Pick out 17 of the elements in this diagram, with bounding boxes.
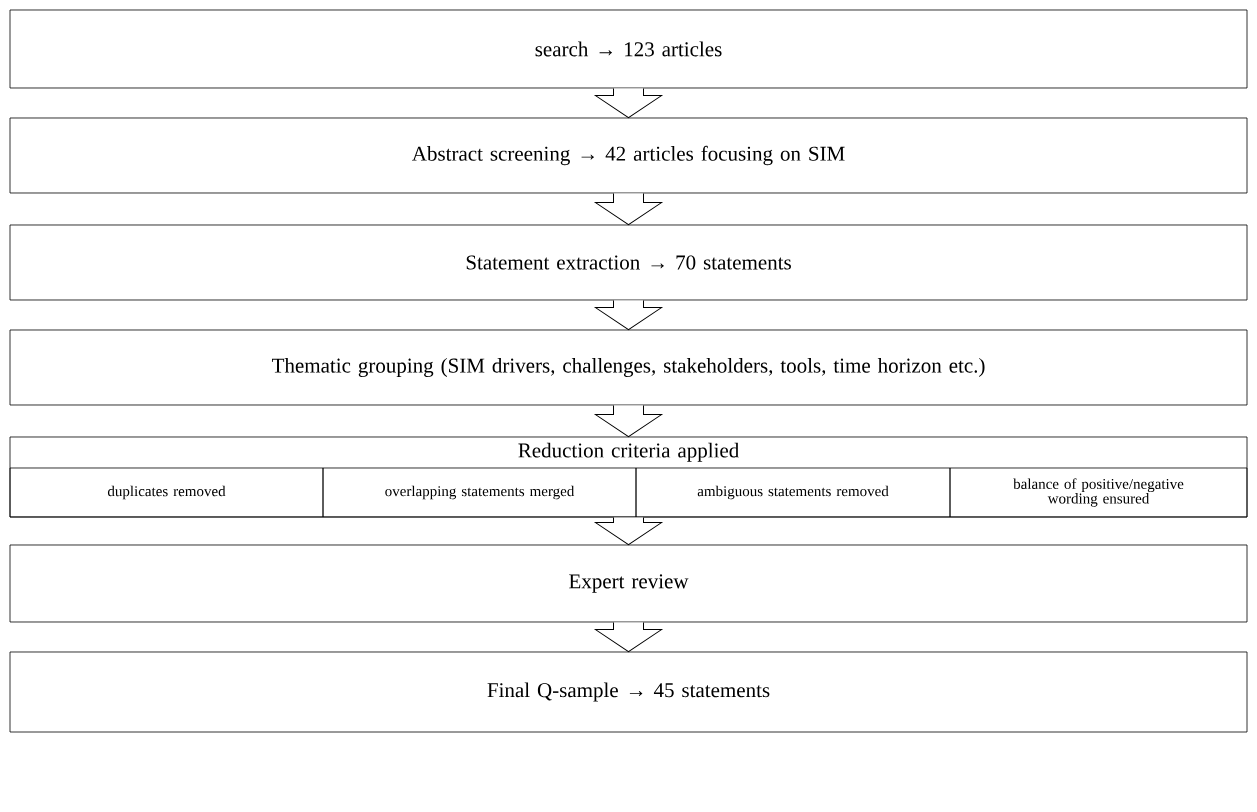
process-box: Thematic grouping (SIM drivers, challenges, stakeholders, tools, time horizon etc.)	[9, 329, 1248, 406]
process-box: Abstract screening → 42 articles focusing on SIM	[9, 117, 1248, 194]
criteria-cell: balance of positive/negative wording ensured	[949, 467, 1248, 518]
block-arrow	[595, 404, 662, 438]
criteria-cell: ambiguous statements removed	[635, 467, 951, 518]
block-arrow	[595, 621, 662, 653]
criteria-cell: overlapping statements merged	[322, 467, 637, 518]
criteria-cell: duplicates removed	[9, 467, 324, 518]
process-box: Final Q-sample → 45 statements	[9, 651, 1248, 733]
process-box: Statement extraction → 70 statements	[9, 224, 1248, 301]
block-arrow	[595, 299, 662, 331]
process-box: search → 123 articles	[9, 9, 1248, 89]
block-arrow	[595, 87, 662, 119]
block-arrow	[595, 192, 662, 226]
box-heading: Reduction criteria applied	[518, 442, 739, 462]
block-arrow	[595, 516, 662, 546]
process-box: Expert review	[9, 544, 1248, 623]
